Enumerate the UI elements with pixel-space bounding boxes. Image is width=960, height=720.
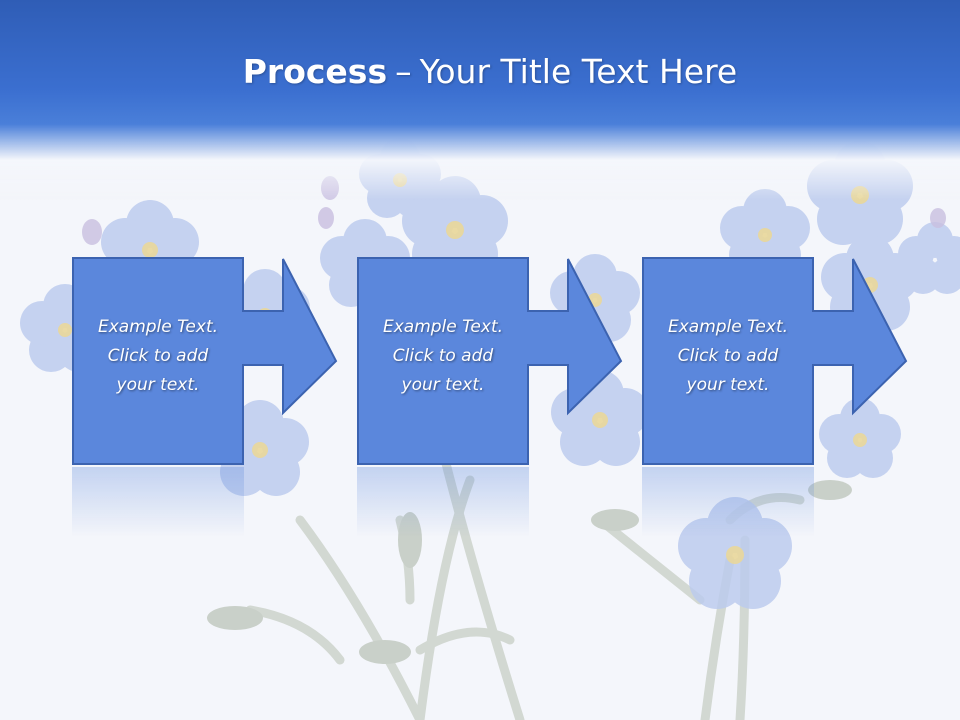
process-step-1-line-2: Click to add — [107, 346, 209, 366]
title-bold-word: Process — [242, 52, 388, 91]
process-step-3-line-3: your text. — [686, 375, 770, 395]
process-step-3-line-2: Click to add — [677, 346, 779, 366]
title-text: Your Title Text Here — [419, 52, 738, 91]
process-step-3[interactable]: Example Text. Click to add your text. — [642, 257, 912, 557]
process-step-1-line-3: your text. — [116, 375, 200, 395]
process-step-2-line-3: your text. — [401, 375, 485, 395]
process-step-2-line-1: Example Text. — [382, 317, 504, 337]
process-step-2-text[interactable]: Example Text. Click to add your text. — [357, 313, 529, 400]
process-step-2-line-2: Click to add — [392, 346, 494, 366]
process-step-3-line-1: Example Text. — [667, 317, 789, 337]
process-step-1-shape — [72, 257, 338, 537]
process-step-1-text[interactable]: Example Text. Click to add your text. — [72, 313, 244, 400]
process-step-2[interactable]: Example Text. Click to add your text. — [357, 257, 627, 557]
process-step-3-text[interactable]: Example Text. Click to add your text. — [642, 313, 814, 400]
header-band — [0, 0, 960, 200]
slide-title[interactable]: Process–Your Title Text Here — [0, 52, 960, 91]
process-step-1[interactable]: Example Text. Click to add your text. — [72, 257, 342, 557]
process-step-2-shape — [357, 257, 623, 537]
process-step-1-line-1: Example Text. — [97, 317, 219, 337]
process-step-3-shape — [642, 257, 908, 537]
title-separator: – — [395, 52, 412, 91]
